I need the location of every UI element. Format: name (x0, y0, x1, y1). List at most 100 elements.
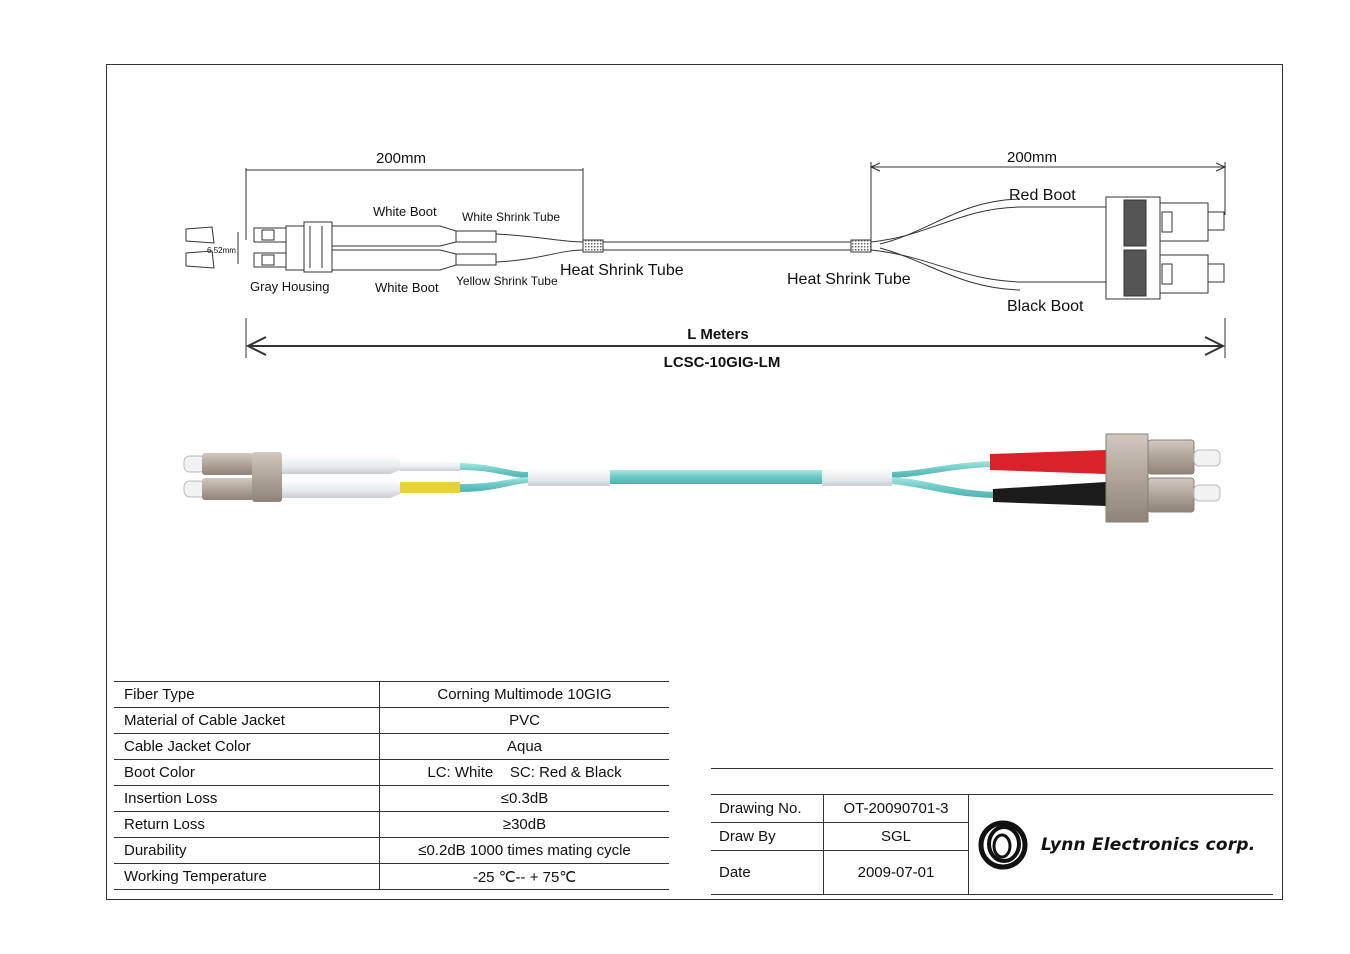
spec-key: Material of Cable Jacket (114, 707, 380, 734)
fiber-black (870, 249, 1106, 283)
white-shrink-photo (400, 461, 460, 471)
label-pitch: 6.52mm (207, 246, 236, 255)
spec-key: Insertion Loss (114, 785, 380, 812)
spec-value: ≤0.3dB (379, 785, 669, 812)
lc-clip-photo (252, 452, 282, 502)
heat-shrink-photo (528, 468, 610, 486)
yellow-shrink-photo (400, 482, 460, 493)
company-logo-cell: Lynn Electronics corp. (968, 794, 1273, 895)
spec-table-header (114, 656, 669, 682)
spec-value: ≥30dB (379, 811, 669, 838)
spec-key: Working Temperature (114, 863, 380, 890)
table-row: Insertion Loss≤0.3dB (114, 785, 669, 812)
label-heat-shrink-left: Heat Shrink Tube (560, 262, 684, 279)
cable-illustration (183, 433, 1221, 523)
sc-ferrule-photo (1193, 449, 1221, 467)
dim-right-label: 200mm (1007, 149, 1057, 166)
lc-gray-housing-photo (202, 478, 254, 500)
heat-shrink-left-shape (582, 239, 604, 253)
lynn-logo-icon (978, 820, 1028, 869)
sc-body (1105, 196, 1161, 300)
drawing-frame (106, 64, 1283, 900)
dust-cap (185, 226, 215, 244)
cable-line-drawing: 200mm 200mm White Boot White Shrink Tube… (185, 149, 1227, 371)
company-name: Lynn Electronics corp. (1041, 834, 1256, 855)
white-boot-top-shape (331, 225, 457, 247)
white-shrink-tube-shape (455, 230, 497, 243)
black-boot-photo (993, 482, 1106, 506)
sc-plug-top (1159, 202, 1209, 242)
table-row: Date 2009-07-01 (711, 850, 1273, 895)
aqua-fiber-photo (892, 461, 995, 478)
dim-left-label: 200mm (376, 150, 426, 167)
company-logo: Lynn Electronics corp. (969, 819, 1273, 871)
draw-by-value: SGL (823, 822, 969, 851)
drawing-no-value: OT-20090701-3 (823, 794, 969, 823)
sc-plug-bottom (1159, 254, 1209, 294)
label-white-shrink-tube: White Shrink Tube (462, 210, 560, 224)
white-boot-bottom-shape (331, 249, 457, 271)
fiber-bottom (495, 249, 584, 263)
spec-value: Aqua (379, 733, 669, 760)
sc-ferrule-photo (1193, 484, 1221, 502)
sc-key (1161, 211, 1173, 233)
sc-grip (1123, 249, 1147, 297)
spec-key: Durability (114, 837, 380, 864)
label-red-boot: Red Boot (1009, 187, 1076, 204)
yellow-shrink-tube-shape (455, 253, 497, 266)
label-black-boot: Black Boot (1007, 298, 1084, 315)
table-row: Return Loss≥30dB (114, 811, 669, 838)
dust-cap (185, 250, 215, 269)
heat-shrink-right-shape (850, 239, 872, 253)
label-white-boot-top: White Boot (373, 204, 437, 219)
dim-arrows (869, 162, 1227, 172)
sc-ferrule-top (1207, 211, 1225, 231)
date-value: 2009-07-01 (823, 850, 969, 895)
red-boot-photo (990, 450, 1106, 474)
lc-gray-housing-photo (202, 453, 254, 475)
draw-by-label: Draw By (711, 822, 824, 851)
label-white-boot-bottom: White Boot (375, 280, 439, 295)
white-boot-photo (282, 455, 400, 474)
fiber-top (495, 233, 584, 243)
length-arrows (245, 336, 1226, 356)
fiber-red (870, 206, 1106, 243)
sc-plug-photo (1147, 477, 1195, 513)
spec-value: Corning Multimode 10GIG (379, 681, 669, 708)
spec-value: LC: White SC: Red & Black (379, 759, 669, 786)
aqua-fiber-photo (460, 477, 528, 492)
title-block-rule (711, 768, 1273, 769)
spec-key: Boot Color (114, 759, 380, 786)
spec-value: -25 ℃-- + 75℃ (379, 863, 669, 890)
lc-latch (261, 254, 275, 266)
length-label: L Meters (687, 326, 748, 343)
lc-housing (285, 225, 305, 271)
sc-ferrule-bottom (1207, 263, 1225, 283)
title-block-table: Drawing No. OT-20090701-3 Lynn Electroni… (711, 794, 1273, 895)
spec-value: ≤0.2dB 1000 times mating cycle (379, 837, 669, 864)
sc-grip (1123, 199, 1147, 247)
part-number: LCSC-10GIG-LM (664, 354, 781, 371)
lc-clip (303, 221, 333, 273)
sc-plug-photo (1147, 439, 1195, 475)
drawing-no-label: Drawing No. (711, 794, 824, 823)
date-label: Date (711, 850, 824, 895)
spec-key: Return Loss (114, 811, 380, 838)
aqua-fiber-photo (460, 463, 528, 478)
table-row: Durability≤0.2dB 1000 times mating cycle (114, 837, 669, 864)
aqua-fiber-photo (892, 477, 995, 498)
table-row: Draw By SGL (711, 822, 1273, 851)
heat-shrink-photo (822, 468, 892, 486)
fiber-edge (879, 198, 1021, 245)
label-gray-housing: Gray Housing (250, 279, 329, 294)
spec-key: Fiber Type (114, 681, 380, 708)
sc-housing-photo (1105, 433, 1149, 523)
white-boot-photo (282, 479, 400, 498)
spec-value: PVC (379, 707, 669, 734)
sc-key (1161, 263, 1173, 285)
lc-latch (261, 229, 275, 241)
